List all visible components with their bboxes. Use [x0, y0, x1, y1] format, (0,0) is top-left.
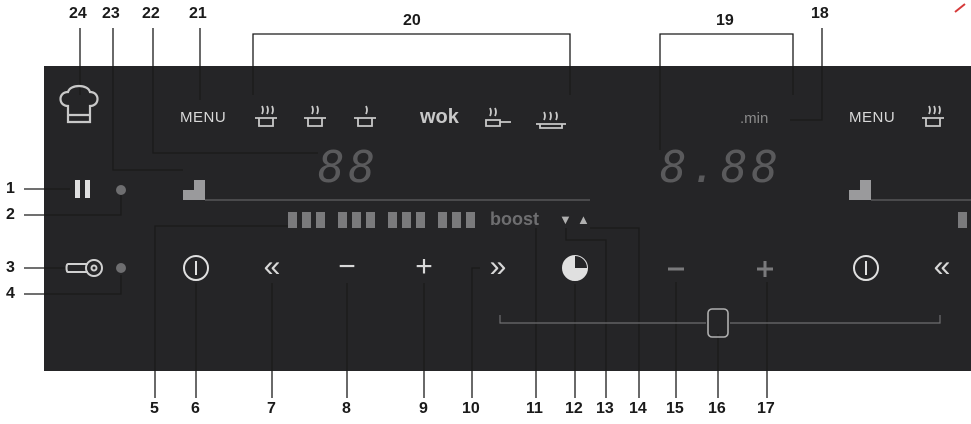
min-label: .min [740, 110, 769, 127]
plus-button[interactable]: + [415, 250, 433, 283]
key-lock-icon [65, 259, 103, 277]
timer-icon [562, 255, 588, 281]
callout-8: 8 [342, 400, 351, 417]
callout-10: 10 [462, 400, 480, 417]
minus-button[interactable]: − [338, 250, 356, 283]
right-zone-controls [668, 261, 773, 277]
callout-22: 22 [142, 5, 160, 22]
callout-17: 17 [757, 400, 775, 417]
pot-steam-icon-1 [255, 105, 277, 127]
callout-11: 11 [526, 400, 543, 417]
increase-fast-button[interactable]: » [489, 250, 507, 283]
slider-handle [707, 308, 729, 338]
down-arrow-indicator: ▼ [559, 212, 572, 227]
corner-mark [954, 3, 966, 13]
indicator-led-4 [116, 263, 126, 273]
timer-display: 8.88 [660, 142, 782, 193]
callout-16: 16 [708, 400, 726, 417]
cookware-icons [255, 105, 944, 129]
menu-label-left[interactable]: MENU [180, 109, 227, 126]
power-level-bar [288, 212, 967, 228]
callout-24: 24 [69, 5, 87, 22]
callout-5: 5 [150, 400, 159, 417]
boost-label[interactable]: boost [490, 209, 539, 229]
control-panel [44, 66, 971, 371]
callout-20: 20 [403, 12, 421, 29]
callout-3: 3 [6, 259, 15, 276]
callout-13: 13 [596, 400, 614, 417]
zone-indicator-square-left [183, 180, 205, 200]
menu-label-right[interactable]: MENU [849, 109, 896, 126]
callout-12: 12 [565, 400, 583, 417]
power-button-icon-right [853, 255, 879, 281]
up-arrow-indicator: ▲ [577, 212, 590, 227]
power-level-display: 88 [318, 142, 379, 193]
callout-9: 9 [419, 400, 428, 417]
indicator-led-2 [116, 185, 126, 195]
callout-1: 1 [6, 180, 15, 197]
slider-track [499, 308, 941, 338]
callout-4: 4 [6, 285, 15, 302]
callout-6: 6 [191, 400, 200, 417]
callout-18: 18 [811, 5, 829, 22]
pause-icon [75, 180, 90, 198]
pot-steam-icon-right [922, 105, 944, 127]
callout-14: 14 [629, 400, 647, 417]
callout-23: 23 [102, 5, 120, 22]
callout-21: 21 [189, 5, 207, 22]
pot-steam-icon-3 [354, 105, 376, 127]
zone-indicator-square-right [849, 180, 871, 200]
bracket-20 [252, 33, 571, 95]
wok-label[interactable]: wok [420, 106, 459, 128]
chef-hat-icon [59, 84, 99, 124]
callout-2: 2 [6, 206, 15, 223]
callout-15: 15 [666, 400, 684, 417]
pot-steam-icon-2 [304, 105, 326, 127]
callout-7: 7 [267, 400, 276, 417]
decrease-fast-button[interactable]: « [263, 250, 281, 283]
decrease-fast-button-right[interactable]: « [933, 250, 951, 283]
power-button-icon-left [183, 255, 209, 281]
pan-low-steam-icon [536, 111, 566, 129]
callout-19: 19 [716, 12, 734, 29]
pan-steam-icon [485, 107, 511, 127]
